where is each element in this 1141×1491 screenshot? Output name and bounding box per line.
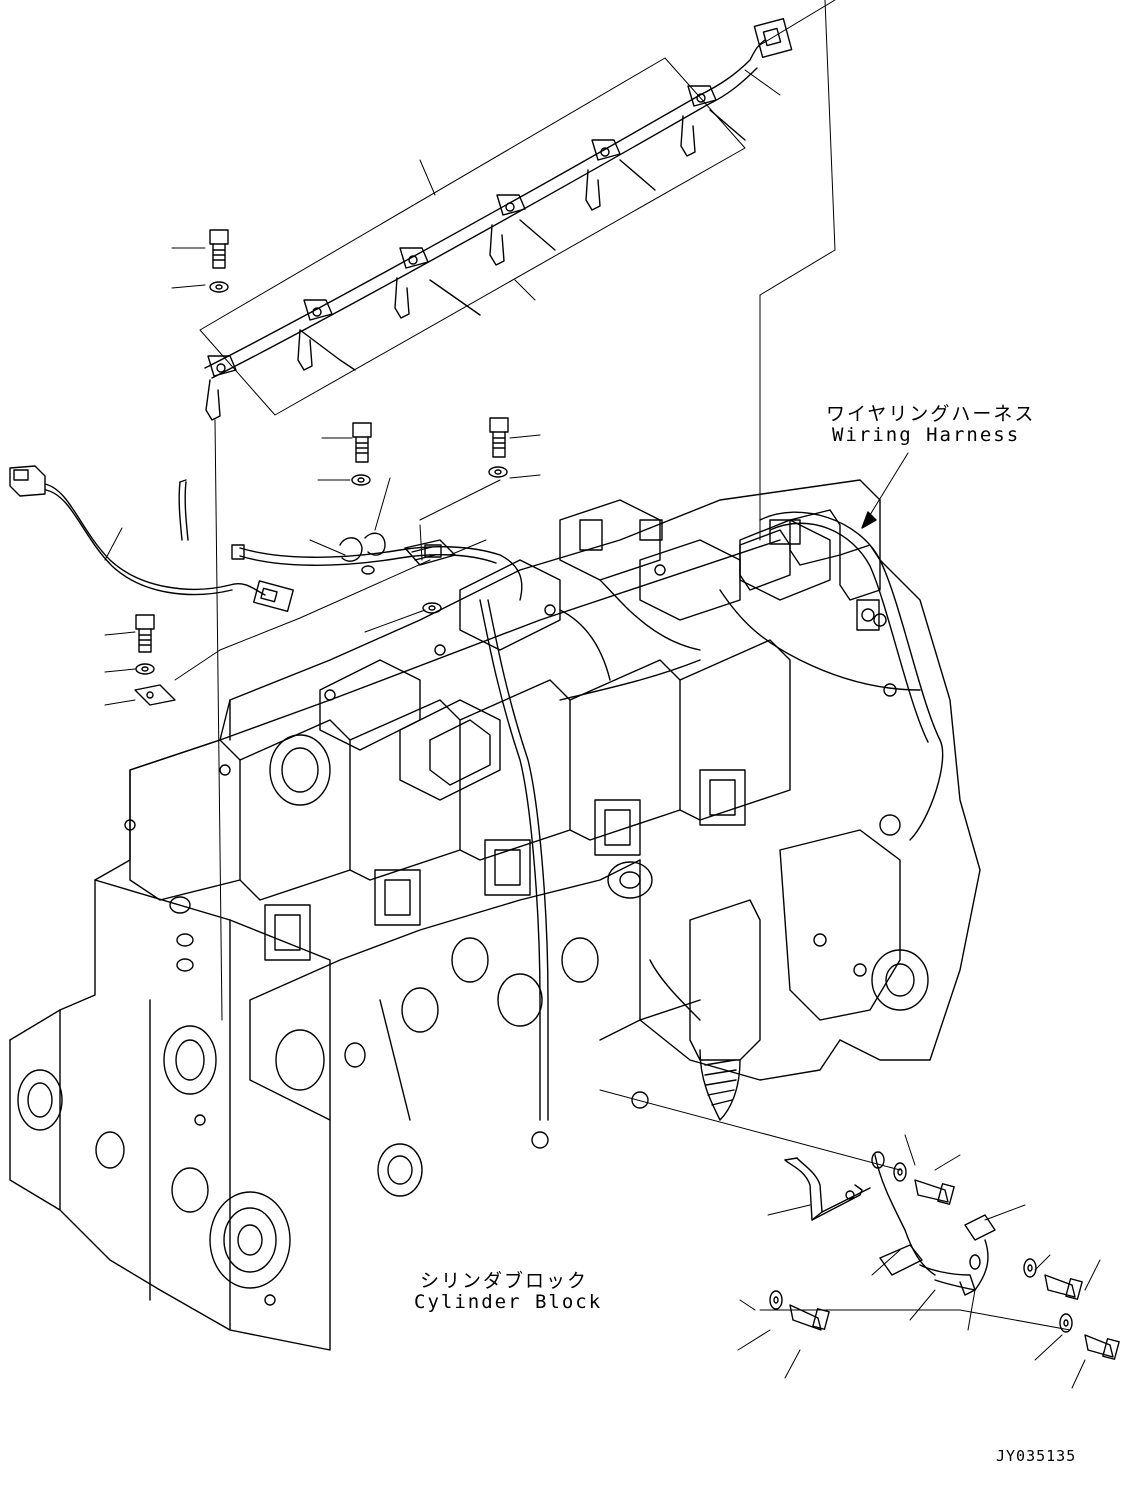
leader-lines — [105, 0, 1100, 1388]
ground-bracket — [785, 1152, 995, 1295]
engine-block — [10, 480, 980, 1350]
clamp-icon — [340, 538, 362, 561]
bolt-icon — [136, 230, 1119, 1359]
arrow-icon — [862, 512, 876, 528]
drawing-code: JY035135 — [996, 1447, 1077, 1465]
clamp-icon — [208, 86, 716, 376]
washer-icon — [136, 282, 1072, 1332]
cylinder-block-label-jp: シリンダブロック — [420, 1270, 589, 1292]
wiring-harness-label-jp: ワイヤリングハーネス — [826, 403, 1036, 425]
sensor-cable — [10, 466, 293, 705]
wiring-harness-label-en: Wiring Harness — [832, 424, 1021, 446]
fuel-line — [179, 480, 522, 600]
harness-connectors — [560, 510, 920, 690]
cylinder-block-label-en: Cylinder Block — [414, 1291, 603, 1313]
injector-harness-rail — [200, 19, 792, 420]
connector-icon — [10, 466, 45, 496]
